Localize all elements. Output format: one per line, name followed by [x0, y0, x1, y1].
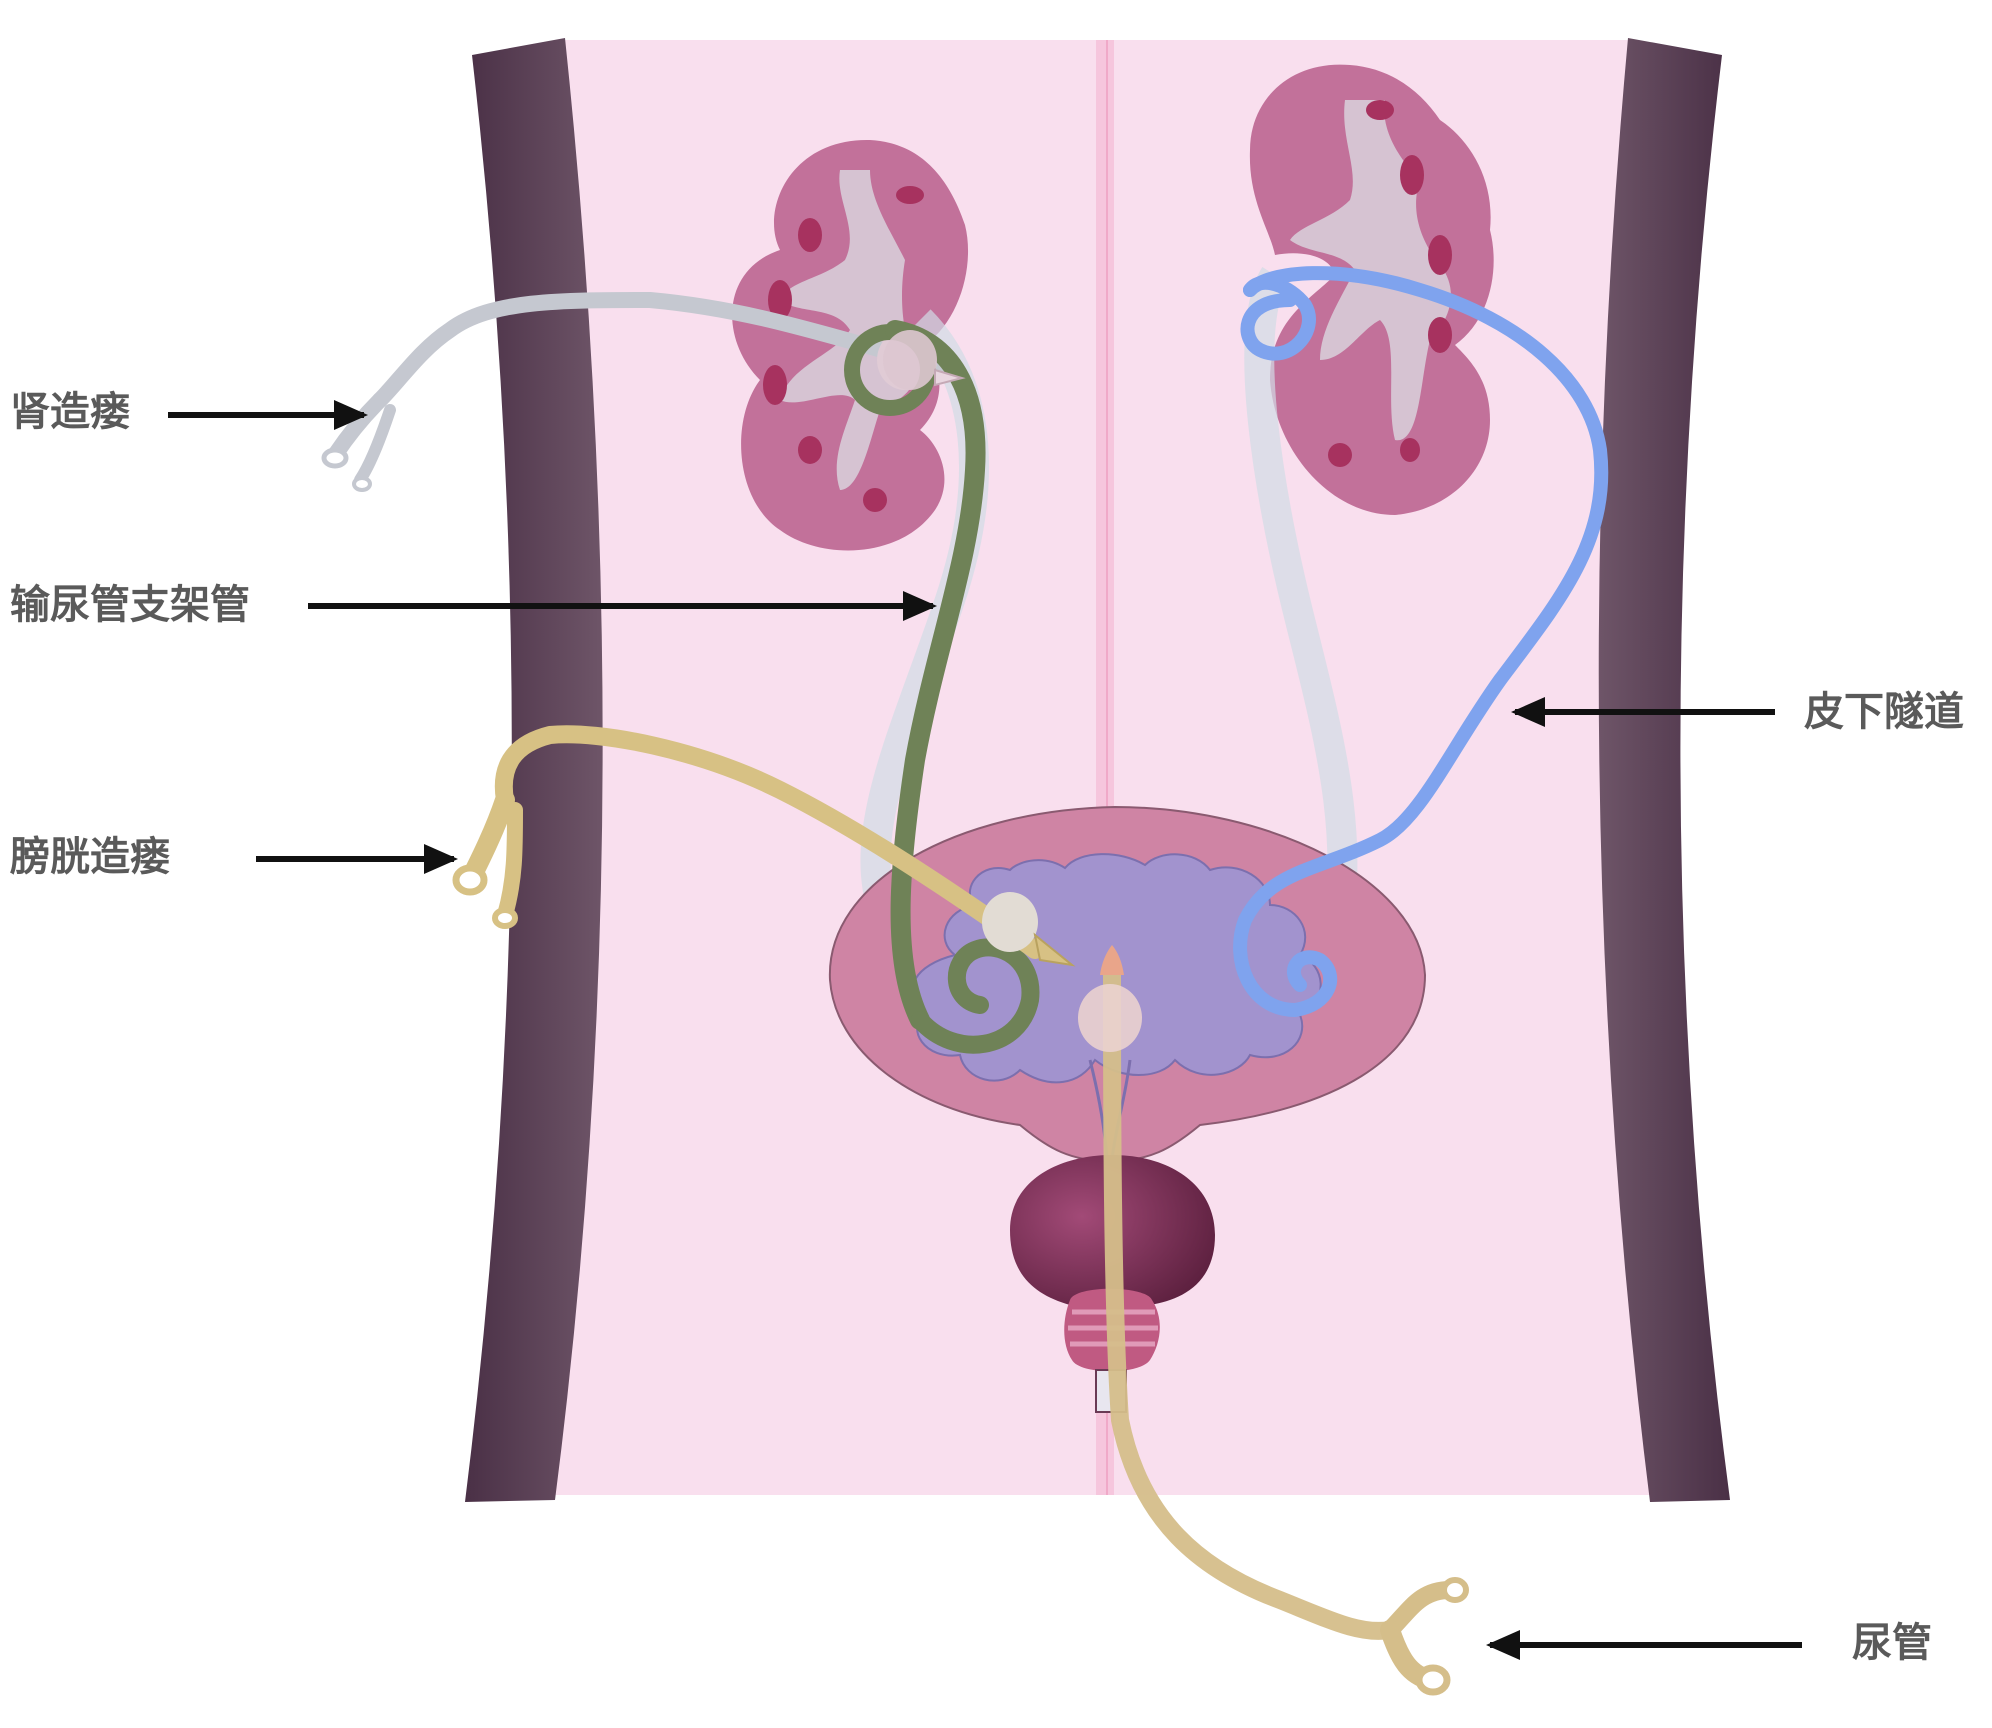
arrow-ureteral-stent: [308, 591, 937, 621]
arrow-subcutaneous-tunnel: [1511, 697, 1775, 727]
arrow-nephrostomy: [168, 400, 368, 430]
label-urethral-catheter: 尿管: [1852, 1620, 1932, 1666]
label-nephrostomy: 肾造瘘: [10, 389, 130, 435]
cystostomy-tube: [452, 725, 1076, 967]
arrow-cystostomy: [256, 844, 458, 874]
label-subcutaneous-tunnel: 皮下隧道: [1804, 689, 1964, 735]
subcutaneous-tunnel-tube: [1233, 266, 1609, 1018]
arrow-urethral-catheter: [1486, 1630, 1802, 1660]
right-kidney: [1249, 64, 1494, 516]
label-cystostomy: 膀胱造瘘: [10, 834, 170, 880]
left-abdominal-wall: [465, 38, 603, 1502]
label-ureteral-stent: 输尿管支架管: [10, 582, 250, 628]
right-abdominal-wall: [1598, 38, 1730, 1502]
urethral-catheter: [1078, 945, 1469, 1696]
ureteral-stent: [844, 320, 1040, 1054]
